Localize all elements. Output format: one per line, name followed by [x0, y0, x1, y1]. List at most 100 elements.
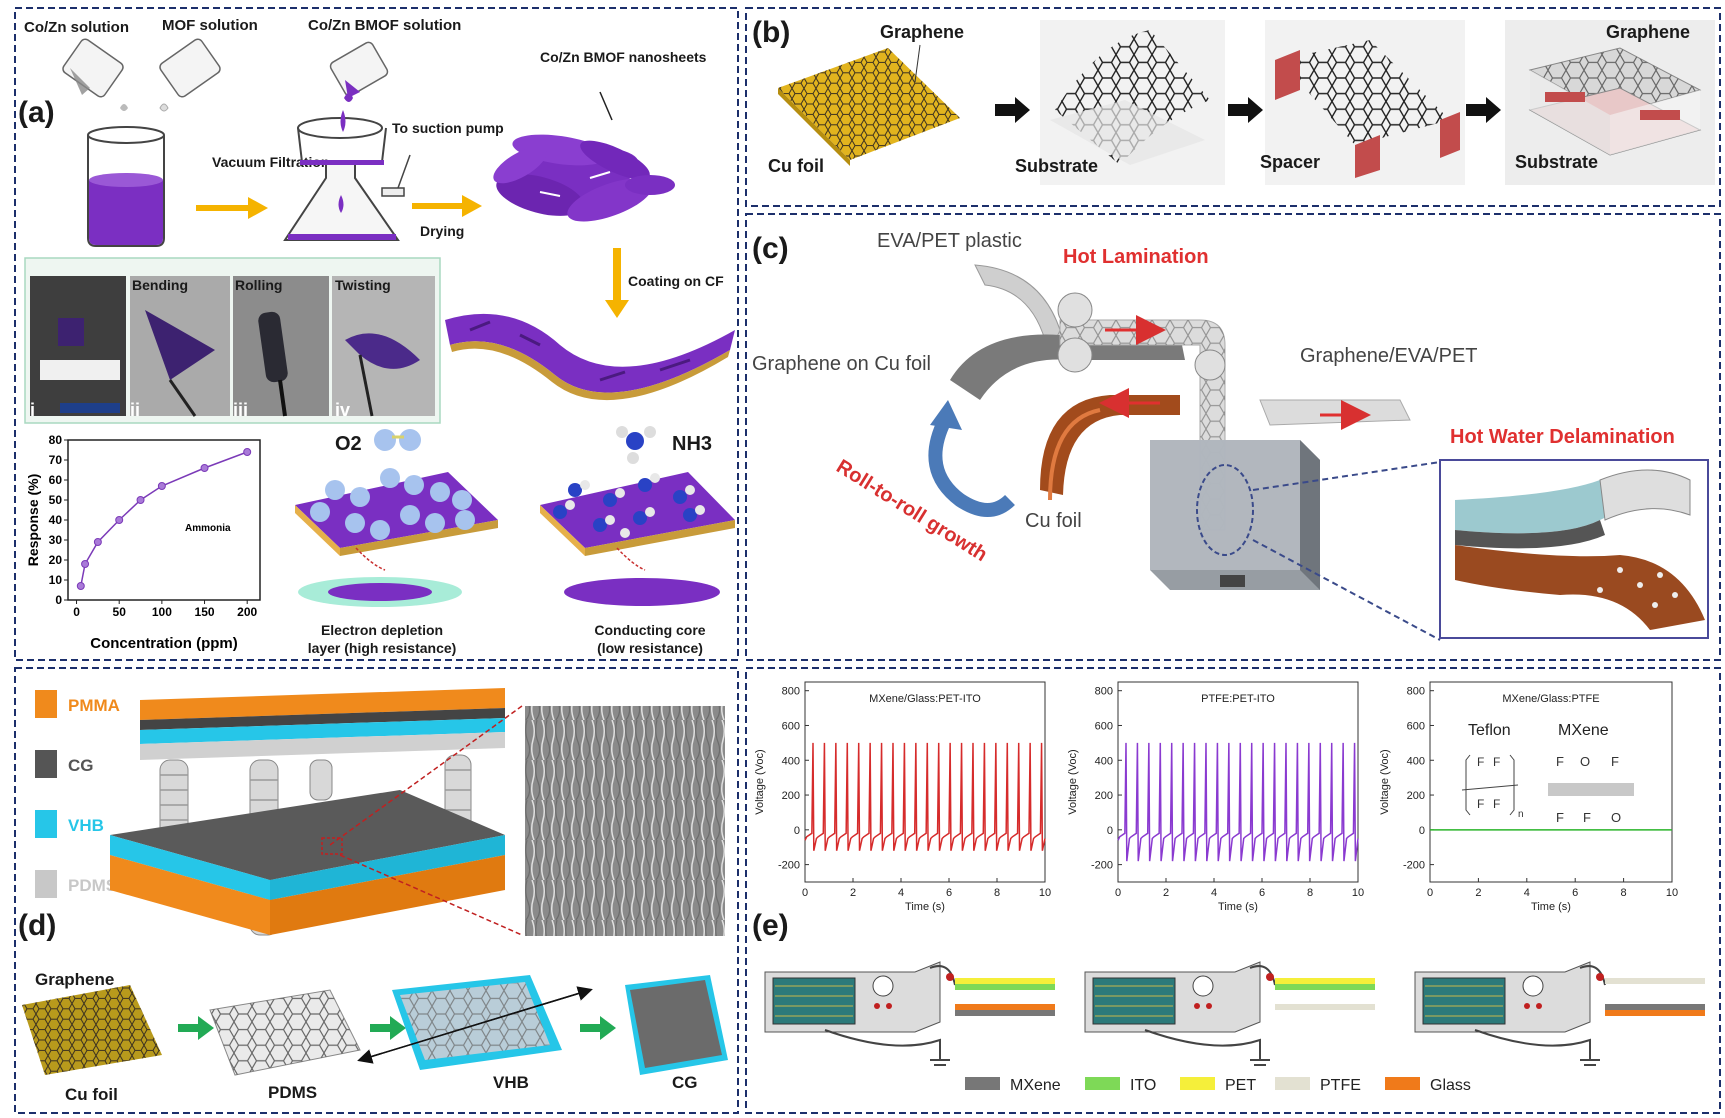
- legend-label-glass: Glass: [1430, 1077, 1471, 1094]
- photo-label-rolling: Rolling: [235, 277, 282, 293]
- arrow-filtration-icon: [196, 197, 268, 219]
- photo-flat-sample: [30, 276, 126, 416]
- legend-label-vhb: VHB: [68, 816, 104, 835]
- vacuum-filtration-label: Vacuum Filtration: [212, 154, 329, 170]
- voltage-xtick-label: 2: [1163, 887, 1169, 899]
- photo-numeral-i: i: [30, 400, 35, 420]
- nh3-molecule-icon: [616, 426, 656, 464]
- oscilloscope-knob-icon: [872, 975, 894, 997]
- conducting-core-icon: [564, 578, 720, 606]
- to-suction-pump-label: To suction pump: [392, 120, 504, 136]
- chart-a-ytick-label: 0: [55, 593, 62, 607]
- voltage-ytick-label: 0: [1419, 825, 1425, 837]
- legend-label-ptfe: PTFE: [1320, 1077, 1361, 1094]
- panel-b-frame: [745, 7, 1721, 207]
- teflon-label: Teflon: [1468, 722, 1511, 739]
- legend-swatch-mxene: [965, 1077, 1000, 1090]
- chart-a-xtick-label: 150: [195, 605, 215, 619]
- chart-a-point: [115, 516, 124, 524]
- voltage-chart-xlabel: Time (s): [1218, 901, 1258, 913]
- arrow-b3-icon: [1466, 97, 1501, 123]
- svg-text:F: F: [1556, 810, 1564, 825]
- oscilloscope-knob-icon: [1522, 975, 1544, 997]
- legend-swatch-ptfe: [1275, 1077, 1310, 1090]
- photo-bending: [130, 276, 230, 417]
- svg-text:F: F: [1556, 754, 1564, 769]
- legend-label-pdms: PDMS: [68, 876, 117, 895]
- o2-label: O2: [335, 433, 362, 455]
- legend-swatch-pet: [1180, 1077, 1215, 1090]
- chart-a-ytick-label: 30: [49, 533, 63, 547]
- chart-a-xtick-label: 200: [237, 605, 257, 619]
- voltage-ytick-label: 600: [1095, 720, 1113, 732]
- voltage-ytick-label: -200: [1091, 860, 1113, 872]
- co-zn-vial-icon: [62, 38, 128, 111]
- oscilloscope-button-icon: [874, 1003, 880, 1009]
- voltage-ytick-label: 400: [1407, 755, 1425, 767]
- nh3-adsorbed-surface-icon: [540, 472, 735, 556]
- filter-flask-icon: [283, 110, 411, 241]
- ammonia-response-chart: Response (%) Concentration (ppm) Ammonia…: [25, 433, 261, 652]
- voltage-ytick-label: 0: [794, 825, 800, 837]
- probe-wire: [1579, 965, 1606, 986]
- depletion-pointer: [355, 547, 386, 571]
- chart-a-ytick-label: 50: [49, 493, 63, 507]
- cu-foil-label-b: Cu foil: [768, 156, 824, 176]
- coating-on-cf-label: Coating on CF: [628, 273, 724, 289]
- legend-swatch-cg: [35, 750, 57, 778]
- voltage-xtick-label: 6: [1259, 887, 1265, 899]
- layer-ito: [955, 984, 1055, 990]
- graphene-pointer-1: [914, 44, 921, 83]
- cu-foil-graphene-icon: [778, 48, 960, 166]
- panel-d-label: (d): [18, 909, 56, 942]
- legend-label-pet: PET: [1225, 1077, 1256, 1094]
- layer-mxene: [1605, 1004, 1705, 1010]
- zoom-line-top: [1252, 461, 1441, 491]
- graphene-label-1: Graphene: [880, 22, 964, 42]
- chart-a-xtick-label: 0: [73, 605, 80, 619]
- chart-a-point: [93, 538, 102, 546]
- vhb-label-d: VHB: [493, 1073, 529, 1092]
- layer-mxene: [955, 1010, 1055, 1016]
- conducting-core-label-2: (low resistance): [597, 640, 703, 656]
- chart-a-point: [76, 582, 85, 590]
- graphene-label-d: Graphene: [35, 970, 114, 989]
- voltage-xtick-label: 4: [1524, 887, 1530, 899]
- panel-a-frame: [14, 7, 739, 661]
- crumpled-graphene-icon: [625, 975, 728, 1075]
- chart-a-point: [157, 482, 166, 490]
- oscilloscope-button-icon: [886, 1003, 892, 1009]
- arrow-b2-icon: [1228, 97, 1263, 123]
- probe-wire: [929, 965, 956, 986]
- chart-a-ytick-label: 60: [49, 473, 63, 487]
- photo-label-twisting: Twisting: [335, 277, 391, 293]
- chart-a-xtick-label: 100: [152, 605, 172, 619]
- chart-a-ytick-label: 20: [49, 553, 63, 567]
- voltage-ytick-label: 800: [782, 686, 800, 698]
- voltage-chart-title: PTFE:PET-ITO: [1201, 693, 1275, 705]
- cg-label-d: CG: [672, 1073, 698, 1092]
- voltage-xtick-label: 8: [1621, 887, 1627, 899]
- voltage-xtick-label: 2: [1475, 887, 1481, 899]
- voltage-chart-plot-area: [1117, 681, 1359, 883]
- bmof-solution-label: Co/Zn BMOF solution: [308, 17, 461, 34]
- layer-glass: [1605, 1010, 1705, 1016]
- oscilloscope-setups: [764, 961, 1705, 1066]
- oscilloscope-knob-icon: [1192, 975, 1214, 997]
- cg-surface-micrograph: [525, 706, 725, 936]
- beaker-icon: [87, 126, 165, 247]
- svg-text:F: F: [1583, 810, 1591, 825]
- voltage-ytick-label: -200: [778, 860, 800, 872]
- o2-adsorbed-surface-icon: [295, 468, 498, 556]
- roll-cycle-arrowhead-icon: [930, 400, 962, 430]
- photo-rolling: [233, 276, 329, 417]
- chart-a-xlabel: Concentration (ppm): [90, 635, 238, 652]
- oscilloscope-screen: [1422, 977, 1506, 1025]
- chart-a-ytick-label: 40: [49, 513, 63, 527]
- oscilloscope-setup-3: [1414, 961, 1705, 1066]
- material-legend: MXene ITO PET PTFE Glass: [965, 1077, 1471, 1094]
- voltage-ytick-label: 200: [1407, 790, 1425, 802]
